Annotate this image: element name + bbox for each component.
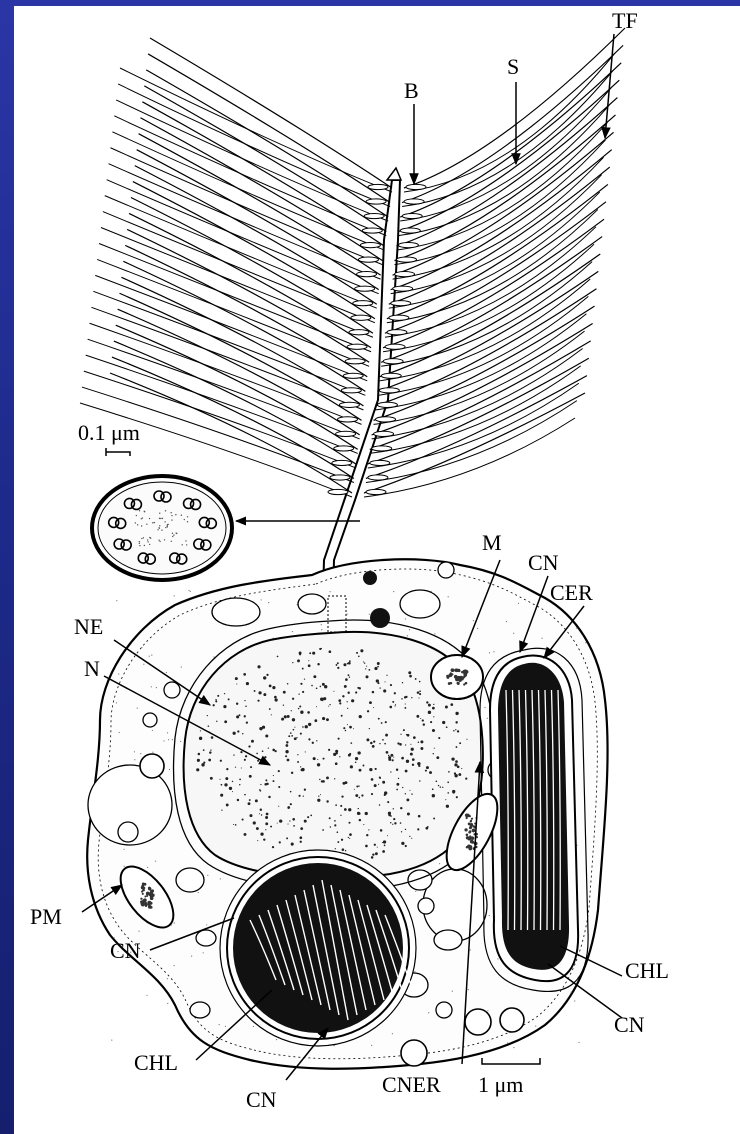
label-cner: CNER xyxy=(382,1072,441,1097)
label-cer: CER xyxy=(550,580,593,605)
label-cn-bottom: CN xyxy=(246,1087,277,1112)
scale-label-small: 0.1 μm xyxy=(78,420,140,445)
chloroplast-bottom xyxy=(220,850,416,1046)
label-mitochondrion: M xyxy=(482,530,502,555)
flagellum-cross-section xyxy=(92,476,232,580)
label-chl-left: CHL xyxy=(134,1050,178,1075)
label-cn-left: CN xyxy=(110,938,141,963)
scale-bar-large: 1 μm xyxy=(478,1058,540,1097)
label-cn-top: CN xyxy=(528,550,559,575)
label-nucleus: N xyxy=(84,656,100,681)
label-base: B xyxy=(404,78,419,103)
label-pm: PM xyxy=(30,904,62,929)
label-nuclear-envelope: NE xyxy=(74,614,103,639)
label-transitional-filament: TF xyxy=(612,8,638,33)
label-cn-right: CN xyxy=(614,1012,645,1037)
label-chl-right: CHL xyxy=(625,958,669,983)
scale-bar-small: 0.1 μm xyxy=(78,420,140,456)
mitochondrion-top xyxy=(431,655,483,699)
label-shaft: S xyxy=(507,54,519,79)
scale-label-large: 1 μm xyxy=(478,1072,523,1097)
